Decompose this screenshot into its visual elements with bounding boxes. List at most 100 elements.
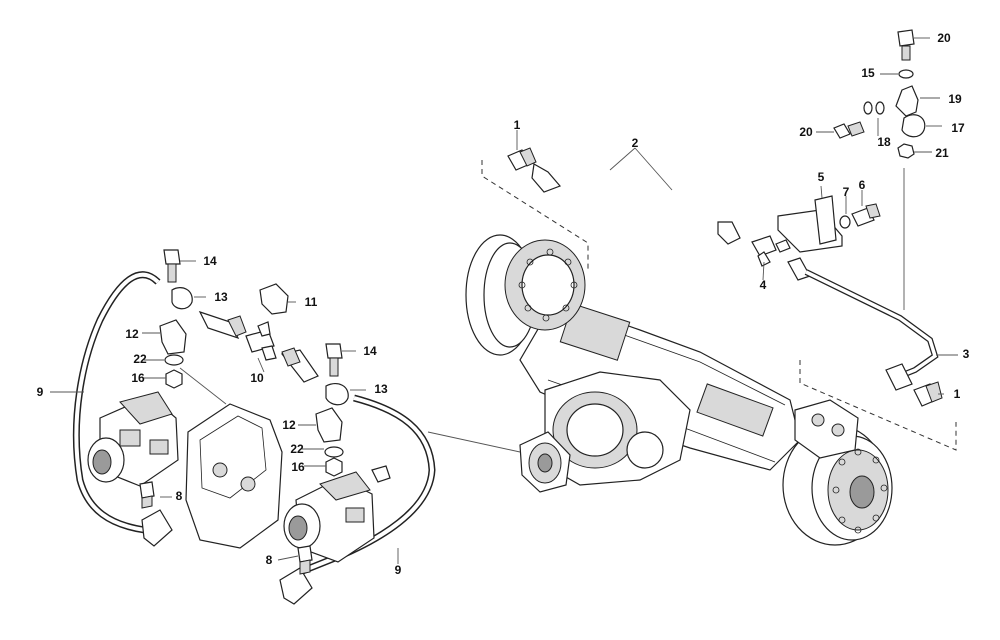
- bolt-6: [851, 203, 881, 227]
- hose-9-right-end: [279, 567, 313, 605]
- brake-caliper-left: [87, 391, 179, 487]
- callout-14: 14: [363, 344, 377, 358]
- callout-label: 22: [290, 442, 304, 456]
- callout-7: 7: [843, 185, 850, 199]
- callout-10: 10: [250, 371, 264, 385]
- nut-16-top: [165, 369, 183, 389]
- washer-7: [839, 215, 851, 229]
- fitting-8-lower: [297, 545, 313, 575]
- callout-6: 6: [859, 178, 866, 192]
- connector-line-left: [198, 310, 247, 340]
- callout-label: 20: [937, 31, 951, 45]
- hose-9-left-end: [141, 509, 173, 547]
- clamp-13-mid: [325, 383, 349, 406]
- callout-11: 11: [305, 295, 318, 309]
- callout-13: 13: [374, 382, 388, 396]
- nut-21: [897, 143, 915, 159]
- callout-14: 14: [203, 254, 217, 268]
- callout-label: 21: [935, 146, 949, 160]
- axle-assembly: [465, 234, 893, 546]
- callout-5: 5: [818, 170, 825, 184]
- callout-2: 2: [632, 136, 639, 150]
- callout-label: 1: [954, 387, 961, 401]
- washer-15: [898, 69, 914, 79]
- callout-label: 7: [843, 185, 850, 199]
- tee-fitting-4: [751, 235, 791, 267]
- callout-label: 14: [363, 344, 377, 358]
- bracket-19: [895, 85, 919, 117]
- callout-8: 8: [176, 489, 183, 503]
- callout-22: 22: [133, 352, 147, 366]
- callout-3: 3: [963, 347, 970, 361]
- callout-label: 3: [963, 347, 970, 361]
- washer-18b: [875, 101, 885, 115]
- callout-19: 19: [948, 92, 962, 106]
- tee-fitting-10: [245, 321, 277, 361]
- callout-label: 18: [877, 135, 891, 149]
- callout-label: 6: [859, 178, 866, 192]
- callout-label: 16: [131, 371, 145, 385]
- callout-label: 13: [214, 290, 228, 304]
- callout-9: 9: [395, 563, 402, 577]
- leader-lines: [50, 37, 958, 564]
- bolt-20-top: [897, 29, 915, 61]
- callout-12: 12: [282, 418, 296, 432]
- callout-22: 22: [290, 442, 304, 456]
- callout-label: 5: [818, 170, 825, 184]
- callout-8: 8: [266, 553, 273, 567]
- dashed-ref-right: [799, 360, 957, 451]
- nut-16-mid: [325, 457, 343, 477]
- bracket-5: [777, 195, 843, 253]
- brake-pipe-2: [531, 144, 741, 245]
- callout-9: 9: [37, 385, 44, 399]
- callout-label: 8: [176, 489, 183, 503]
- callout-label: 14: [203, 254, 217, 268]
- washer-22-top: [164, 354, 184, 366]
- callout-label: 2: [632, 136, 639, 150]
- callout-label: 16: [291, 460, 305, 474]
- dashed-ref-left: [481, 160, 589, 272]
- callout-label: 17: [951, 121, 965, 135]
- bolt-20-left: [833, 121, 865, 139]
- bracket-11: [259, 283, 289, 315]
- brake-pipe-3: [787, 257, 939, 391]
- callout-label: 9: [395, 563, 402, 577]
- clamp-17: [901, 114, 926, 138]
- callout-21: 21: [935, 146, 949, 160]
- callout-15: 15: [861, 66, 875, 80]
- clamp-13-top: [171, 287, 193, 310]
- bolt-14-mid: [325, 343, 343, 377]
- callout-13: 13: [214, 290, 228, 304]
- connector-line-right: [280, 347, 319, 383]
- callout-label: 9: [37, 385, 44, 399]
- callout-label: 11: [305, 295, 318, 309]
- callout-label: 10: [250, 371, 264, 385]
- mounting-bracket: [185, 403, 283, 549]
- callout-label: 19: [948, 92, 962, 106]
- callout-label: 1: [514, 118, 521, 132]
- callout-label: 22: [133, 352, 147, 366]
- callout-label: 8: [266, 553, 273, 567]
- callout-18: 18: [877, 135, 891, 149]
- callout-16: 16: [291, 460, 305, 474]
- callout-label: 13: [374, 382, 388, 396]
- fitting-8-left: [139, 481, 155, 509]
- callout-1: 1: [514, 118, 521, 132]
- bracket-12-top: [159, 319, 187, 355]
- callout-1: 1: [954, 387, 961, 401]
- washer-18a: [863, 101, 873, 115]
- callout-4: 4: [760, 278, 767, 292]
- brake-caliper-lower: [283, 465, 391, 563]
- callout-12: 12: [125, 327, 139, 341]
- callout-16: 16: [131, 371, 145, 385]
- callout-label: 15: [861, 66, 875, 80]
- bracket-12-mid: [315, 407, 343, 443]
- fitting-1-top: [507, 147, 537, 171]
- fitting-1-bottom: [913, 381, 943, 407]
- washer-22-mid: [324, 446, 344, 458]
- callout-label: 20: [799, 125, 813, 139]
- callout-label: 12: [125, 327, 139, 341]
